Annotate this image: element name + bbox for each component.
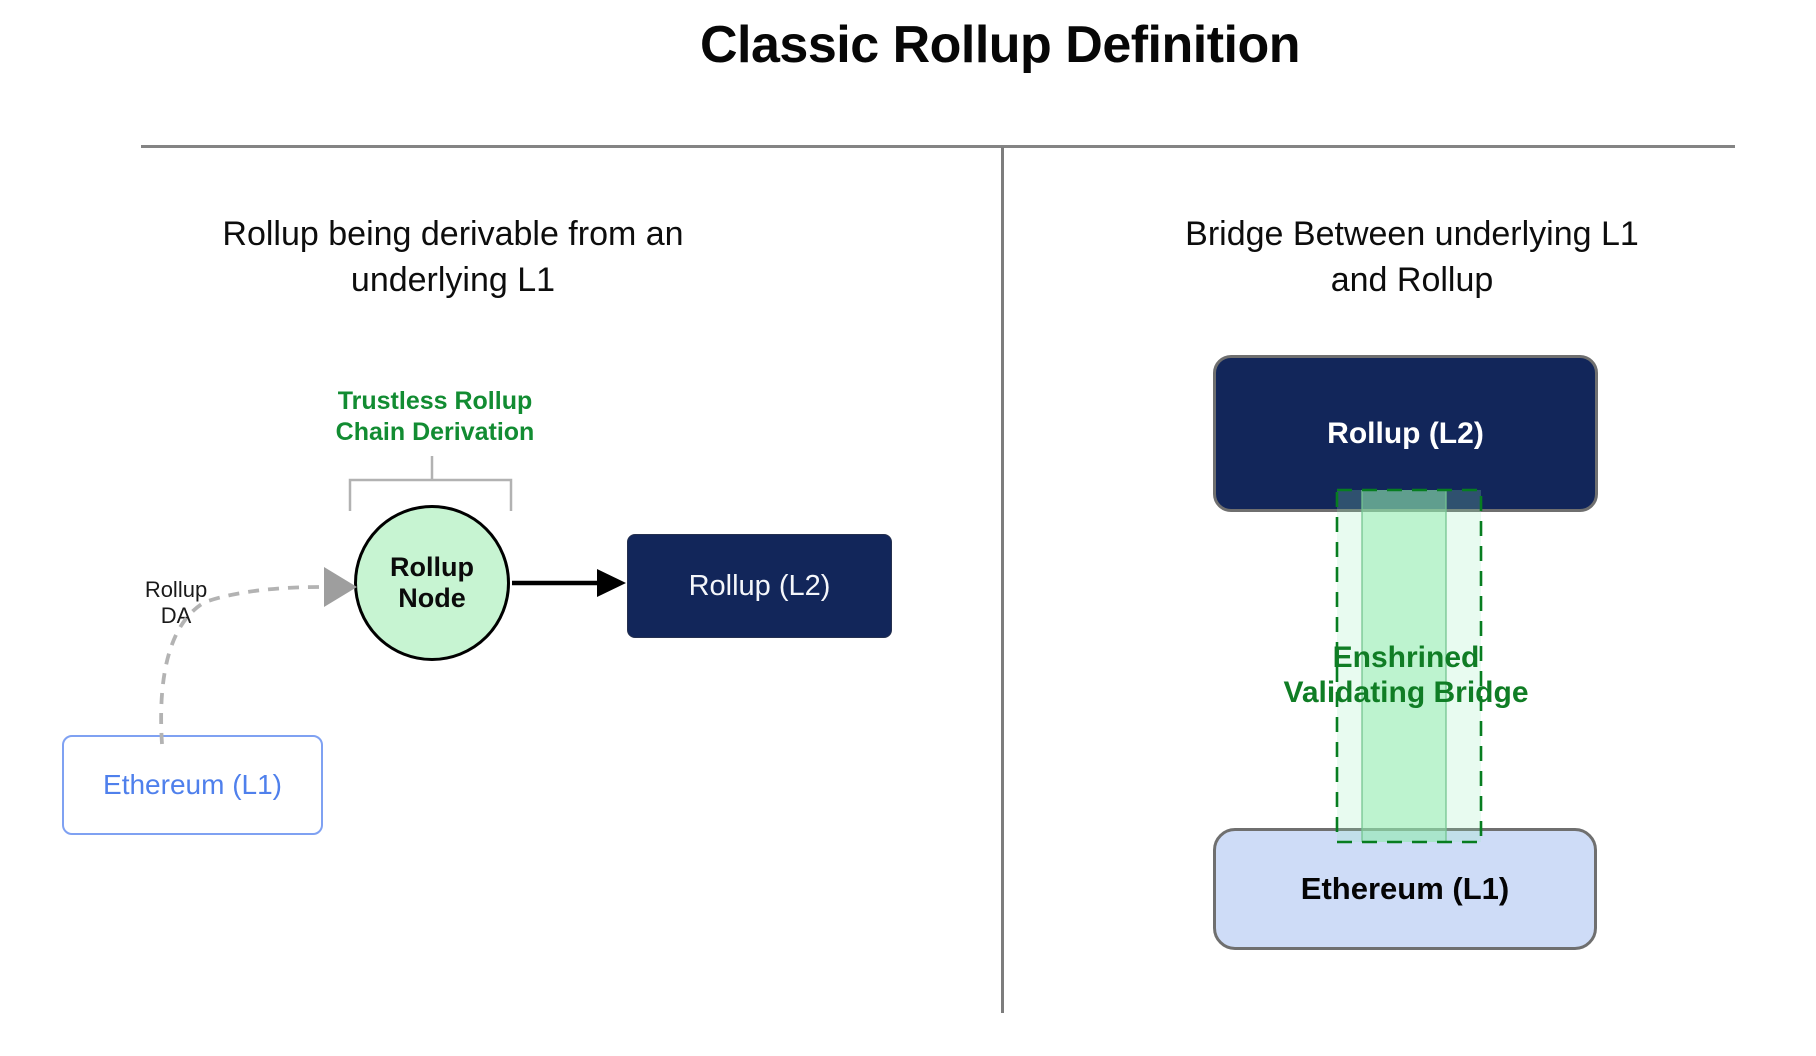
vertical-divider bbox=[1001, 147, 1004, 1013]
left-rollup-l2-box: Rollup (L2) bbox=[627, 534, 892, 638]
enshrined-bridge-label: Enshrined Validating Bridge bbox=[1283, 640, 1528, 710]
bridge-label-line2: Validating Bridge bbox=[1283, 676, 1529, 709]
rollup-node-circle: Rollup Node bbox=[354, 505, 510, 661]
rollup-da-label-line2: DA bbox=[160, 603, 192, 628]
right-panel-heading: Bridge Between underlying L1 and Rollup bbox=[1185, 211, 1639, 303]
left-ethereum-l1-label: Ethereum (L1) bbox=[103, 769, 282, 800]
derivation-label-line2: Chain Derivation bbox=[335, 418, 535, 446]
rollup-node-label: Rollup Node bbox=[390, 552, 474, 614]
rollup-da-label: Rollup DA bbox=[145, 577, 207, 629]
right-rollup-l2-box: Rollup (L2) bbox=[1213, 355, 1598, 512]
right-ethereum-l1-box: Ethereum (L1) bbox=[1213, 828, 1597, 950]
right-heading-line1: Bridge Between underlying L1 bbox=[1185, 215, 1639, 253]
right-heading-line2: and Rollup bbox=[1330, 261, 1494, 299]
trustless-derivation-label: Trustless Rollup Chain Derivation bbox=[336, 386, 535, 448]
left-panel-heading: Rollup being derivable from an underlyin… bbox=[222, 211, 683, 303]
left-ethereum-l1-box: Ethereum (L1) bbox=[62, 735, 323, 835]
left-heading-line1: Rollup being derivable from an bbox=[222, 215, 684, 253]
horizontal-divider bbox=[141, 145, 1735, 148]
left-heading-line2: underlying L1 bbox=[350, 261, 556, 299]
rollup-node-label-line2: Node bbox=[398, 583, 466, 613]
page-title: Classic Rollup Definition bbox=[700, 16, 1301, 74]
rollup-node-label-line1: Rollup bbox=[390, 552, 474, 582]
derivation-label-line1: Trustless Rollup bbox=[337, 387, 533, 415]
right-ethereum-l1-label: Ethereum (L1) bbox=[1300, 871, 1510, 906]
bridge-label-line1: Enshrined bbox=[1332, 641, 1480, 674]
derivation-bracket bbox=[348, 456, 513, 511]
derivation-arrowhead-icon bbox=[597, 569, 626, 597]
left-rollup-l2-label: Rollup (L2) bbox=[688, 569, 831, 602]
rollup-da-label-line1: Rollup bbox=[144, 577, 208, 602]
rollup-da-arrowhead-icon bbox=[324, 567, 357, 607]
right-rollup-l2-label: Rollup (L2) bbox=[1327, 416, 1484, 450]
